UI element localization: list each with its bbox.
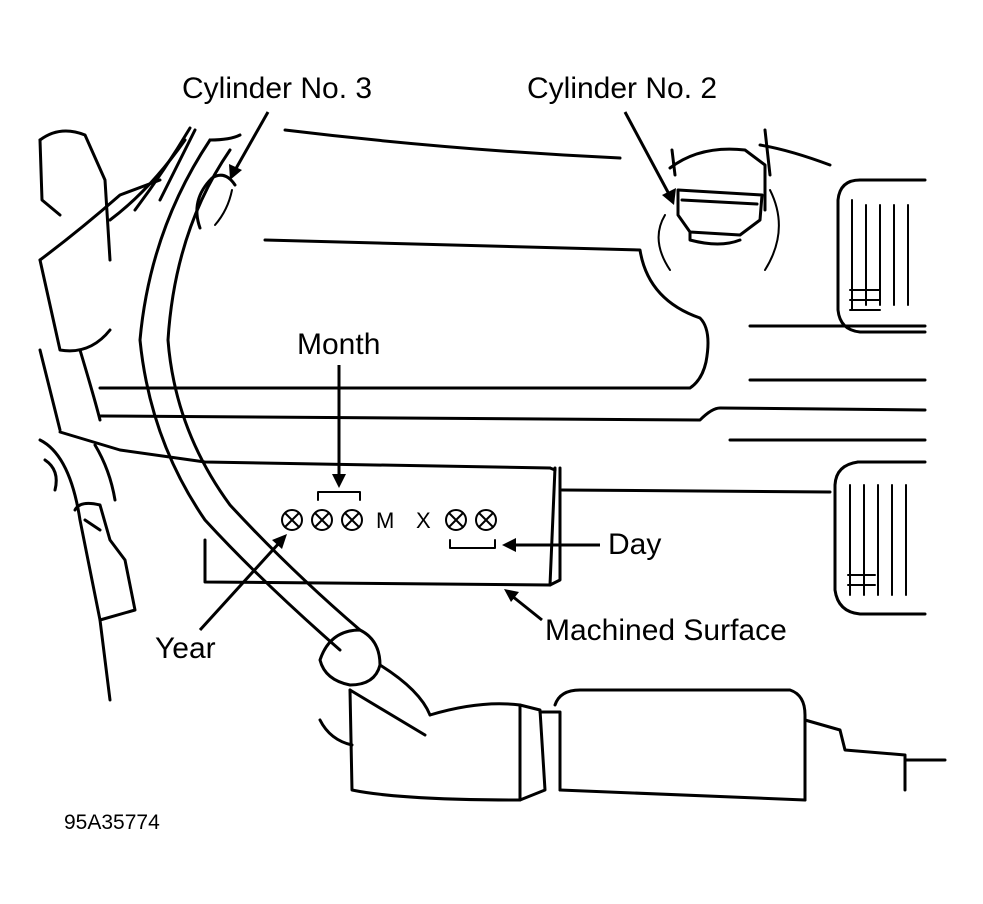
arrowhead-cylinder-2: [662, 188, 676, 205]
cylinder-2-spark-plug: [657, 128, 780, 271]
arrow-cylinder-3: [232, 111, 270, 173]
right-coil-upper: [836, 178, 927, 334]
right-coil-lower: [833, 460, 927, 616]
month-digit-circle-1: [311, 509, 333, 531]
arrow-cylinder-2: [623, 111, 672, 197]
leader-arrows: [198, 111, 676, 632]
date-code-stamp: [281, 491, 497, 549]
arrow-year: [198, 540, 282, 632]
day-label: Day: [608, 528, 662, 561]
arrowhead-machined-surface: [504, 589, 519, 602]
cylinder-3-label: Cylinder No. 3: [182, 72, 373, 105]
spark-plug-wire: [138, 133, 432, 737]
day-digit-circle-2: [475, 509, 497, 531]
left-wiring: [38, 126, 197, 702]
stamp-x-letter: X: [416, 508, 431, 533]
stamp-m-letter: M: [376, 508, 395, 533]
day-bracket: [449, 539, 496, 549]
machined-surface-label: Machined Surface: [545, 614, 787, 647]
arrow-machined-surface: [511, 594, 543, 622]
month-bracket: [317, 491, 361, 501]
arrowhead-cylinder-3: [229, 164, 242, 180]
figure-id: 95A35774: [64, 811, 160, 834]
arrowhead-day: [502, 538, 516, 552]
year-digit-circle: [281, 509, 303, 531]
cylinder-3-boss: [195, 173, 237, 230]
year-label: Year: [155, 632, 216, 665]
cylinder-2-label: Cylinder No. 2: [527, 72, 718, 105]
arrowhead-month: [332, 474, 346, 488]
cylinder-head-outline: [58, 128, 927, 494]
arrowhead-year: [272, 534, 287, 549]
day-digit-circle-1: [445, 509, 467, 531]
machined-surface-pad: [203, 466, 562, 587]
lower-boot-coil: [318, 688, 947, 802]
month-digit-circle-2: [341, 509, 363, 531]
month-label: Month: [297, 328, 381, 361]
